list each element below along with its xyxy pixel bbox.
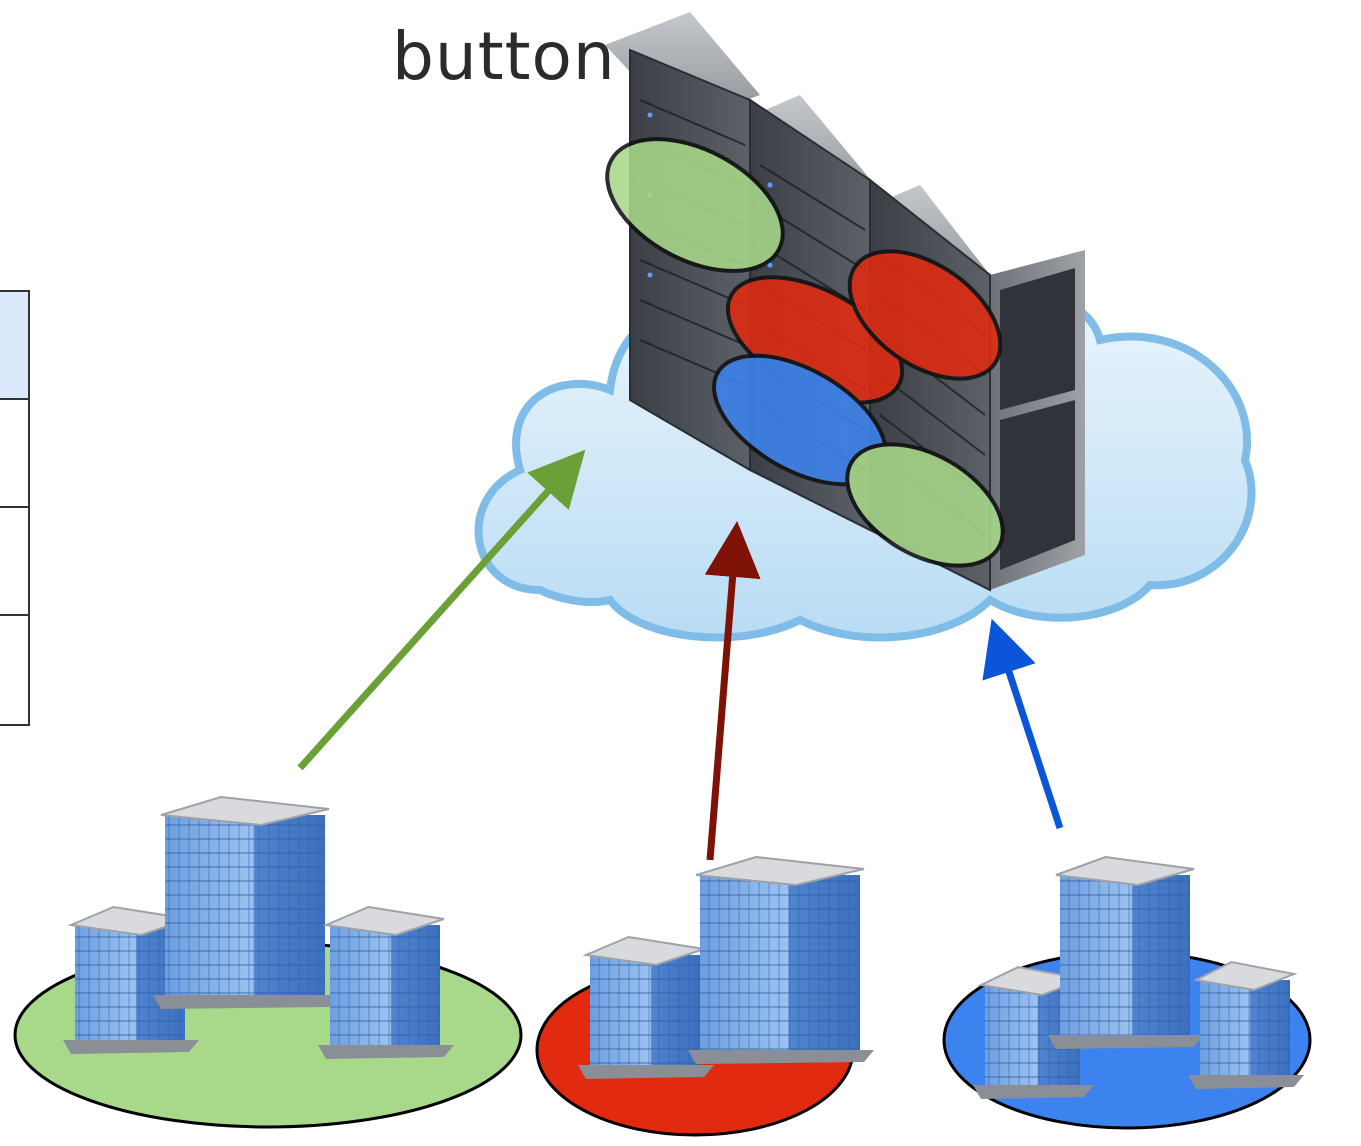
building-icon <box>688 855 874 1064</box>
rack-partition-ellipses <box>605 137 1005 568</box>
connection-arrows <box>297 449 1064 861</box>
building-icon <box>1048 855 1204 1049</box>
side-table-row[interactable] <box>0 292 28 400</box>
office-buildings-icon <box>63 795 1304 1099</box>
building-icon <box>318 905 454 1059</box>
side-table-row[interactable] <box>0 400 28 508</box>
red-arrow <box>704 521 761 861</box>
blue-arrow <box>982 618 1064 830</box>
building-icon <box>578 935 714 1079</box>
side-table <box>0 290 30 726</box>
green-arrow <box>297 449 586 771</box>
side-table-row[interactable] <box>0 508 28 616</box>
page-title: button <box>392 18 616 95</box>
building-icon <box>1188 960 1304 1089</box>
building-icon <box>153 795 339 1009</box>
